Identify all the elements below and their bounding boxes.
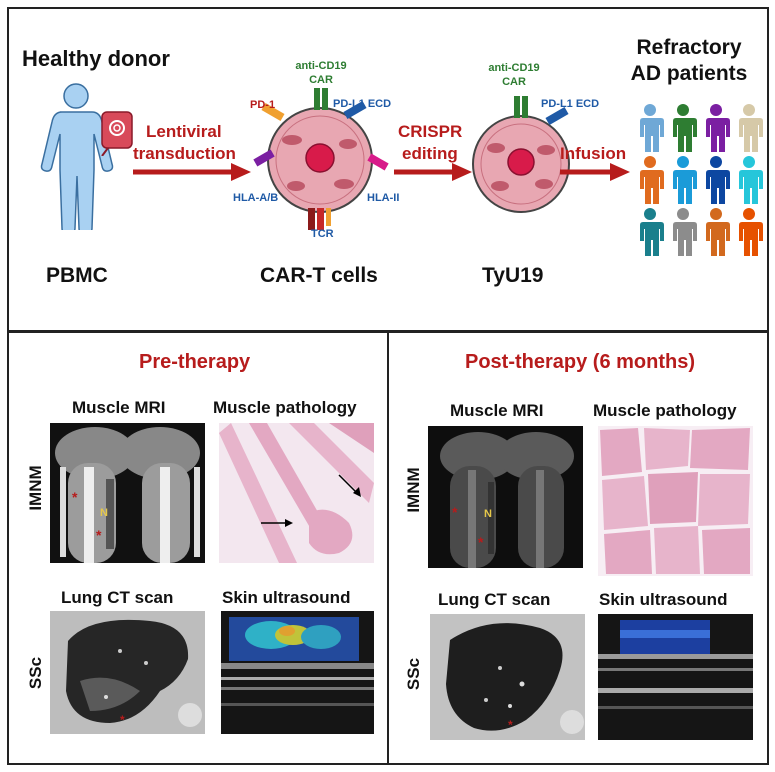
pre-skin-ultrasound-image [221, 611, 374, 734]
post-lung-ct-image: * [430, 614, 585, 740]
crispr-label: CRISPR [398, 122, 463, 141]
patient-icon [672, 156, 697, 204]
post-muscle-pathology-label: Muscle pathology [593, 401, 737, 420]
pre-muscle-pathology-label: Muscle pathology [213, 398, 357, 417]
refractory-label: Refractory [636, 36, 742, 59]
anti-cd19-label-2: anti-CD19 [488, 62, 540, 74]
pre-muscle-mri-image: * * N [50, 423, 205, 563]
blood-bag-icon [101, 111, 133, 156]
lentiviral-label: Lentiviral [146, 122, 222, 141]
pre-lung-ct-label: Lung CT scan [61, 588, 174, 607]
patient-icon [738, 156, 763, 204]
donor-figure-icon [40, 83, 114, 230]
patient-icon [705, 104, 730, 152]
patient-icon [639, 208, 664, 256]
pdl1-ecd-label-1: PD-L1 ECD [333, 98, 392, 110]
pd1-label: PD-1 [250, 99, 276, 111]
pbmc-label: PBMC [46, 264, 108, 287]
editing-label: editing [402, 144, 458, 163]
hla-ab-label: HLA-A/B [233, 192, 279, 204]
post-lung-ct-label: Lung CT scan [438, 590, 551, 609]
patients-grid [634, 102, 766, 258]
post-mri-n-mark: N [484, 508, 492, 520]
patient-icon [639, 104, 664, 152]
post-therapy-title: Post-therapy (6 months) [465, 351, 696, 373]
healthy-donor-label: Healthy donor [22, 46, 170, 71]
post-mri-star-2: * [478, 534, 484, 550]
pre-ct-star: * [120, 713, 125, 727]
post-muscle-pathology-image [598, 426, 753, 576]
post-ssc-label: SSc [404, 657, 423, 691]
car-t-cell-diagram [253, 88, 389, 230]
arrow-transduction [133, 163, 251, 181]
car-t-cells-label: CAR-T cells [260, 264, 378, 287]
patient-icon [672, 208, 697, 256]
tcr-label: TCR [311, 228, 334, 240]
pre-muscle-pathology-image [219, 423, 374, 563]
anti-cd19-label-1: anti-CD19 [295, 60, 347, 72]
tyu19-label: TyU19 [482, 264, 544, 287]
car-label-2: CAR [502, 76, 526, 88]
post-muscle-mri-label: Muscle MRI [450, 401, 544, 420]
transduction-label: transduction [133, 144, 236, 163]
arrow-crispr [394, 163, 472, 181]
pre-imnm-label: IMNM [26, 465, 45, 511]
pre-muscle-mri-label: Muscle MRI [72, 398, 166, 417]
patient-icon [705, 208, 730, 256]
patient-icon [738, 208, 763, 256]
pre-therapy-title: Pre-therapy [139, 351, 251, 373]
patient-icon [738, 104, 763, 152]
pre-mri-star-1: * [72, 489, 78, 505]
pre-ssc-label: SSc [26, 656, 45, 690]
pre-skin-ultrasound-label: Skin ultrasound [222, 588, 351, 607]
pdl1-ecd-label-2: PD-L1 ECD [541, 98, 600, 110]
post-skin-ultrasound-label: Skin ultrasound [599, 590, 728, 609]
patient-icon [672, 104, 697, 152]
infusion-label: Infusion [560, 144, 627, 163]
arrow-infusion [560, 163, 630, 181]
post-skin-ultrasound-image [598, 614, 753, 740]
post-muscle-mri-image: * * N [428, 426, 583, 568]
ad-patients-label: AD patients [630, 62, 748, 85]
post-imnm-label: IMNM [404, 467, 423, 513]
pre-mri-n-mark: N [100, 507, 108, 519]
patient-icon [705, 156, 730, 204]
patient-icon [639, 156, 664, 204]
post-ct-star: * [508, 718, 513, 732]
tyu19-cell-diagram [472, 96, 570, 213]
hla-ii-label: HLA-II [367, 192, 400, 204]
pre-mri-star-2: * [96, 527, 102, 543]
post-mri-star-1: * [452, 504, 458, 520]
pre-lung-ct-image: * [50, 611, 205, 734]
car-label-1: CAR [309, 74, 333, 86]
